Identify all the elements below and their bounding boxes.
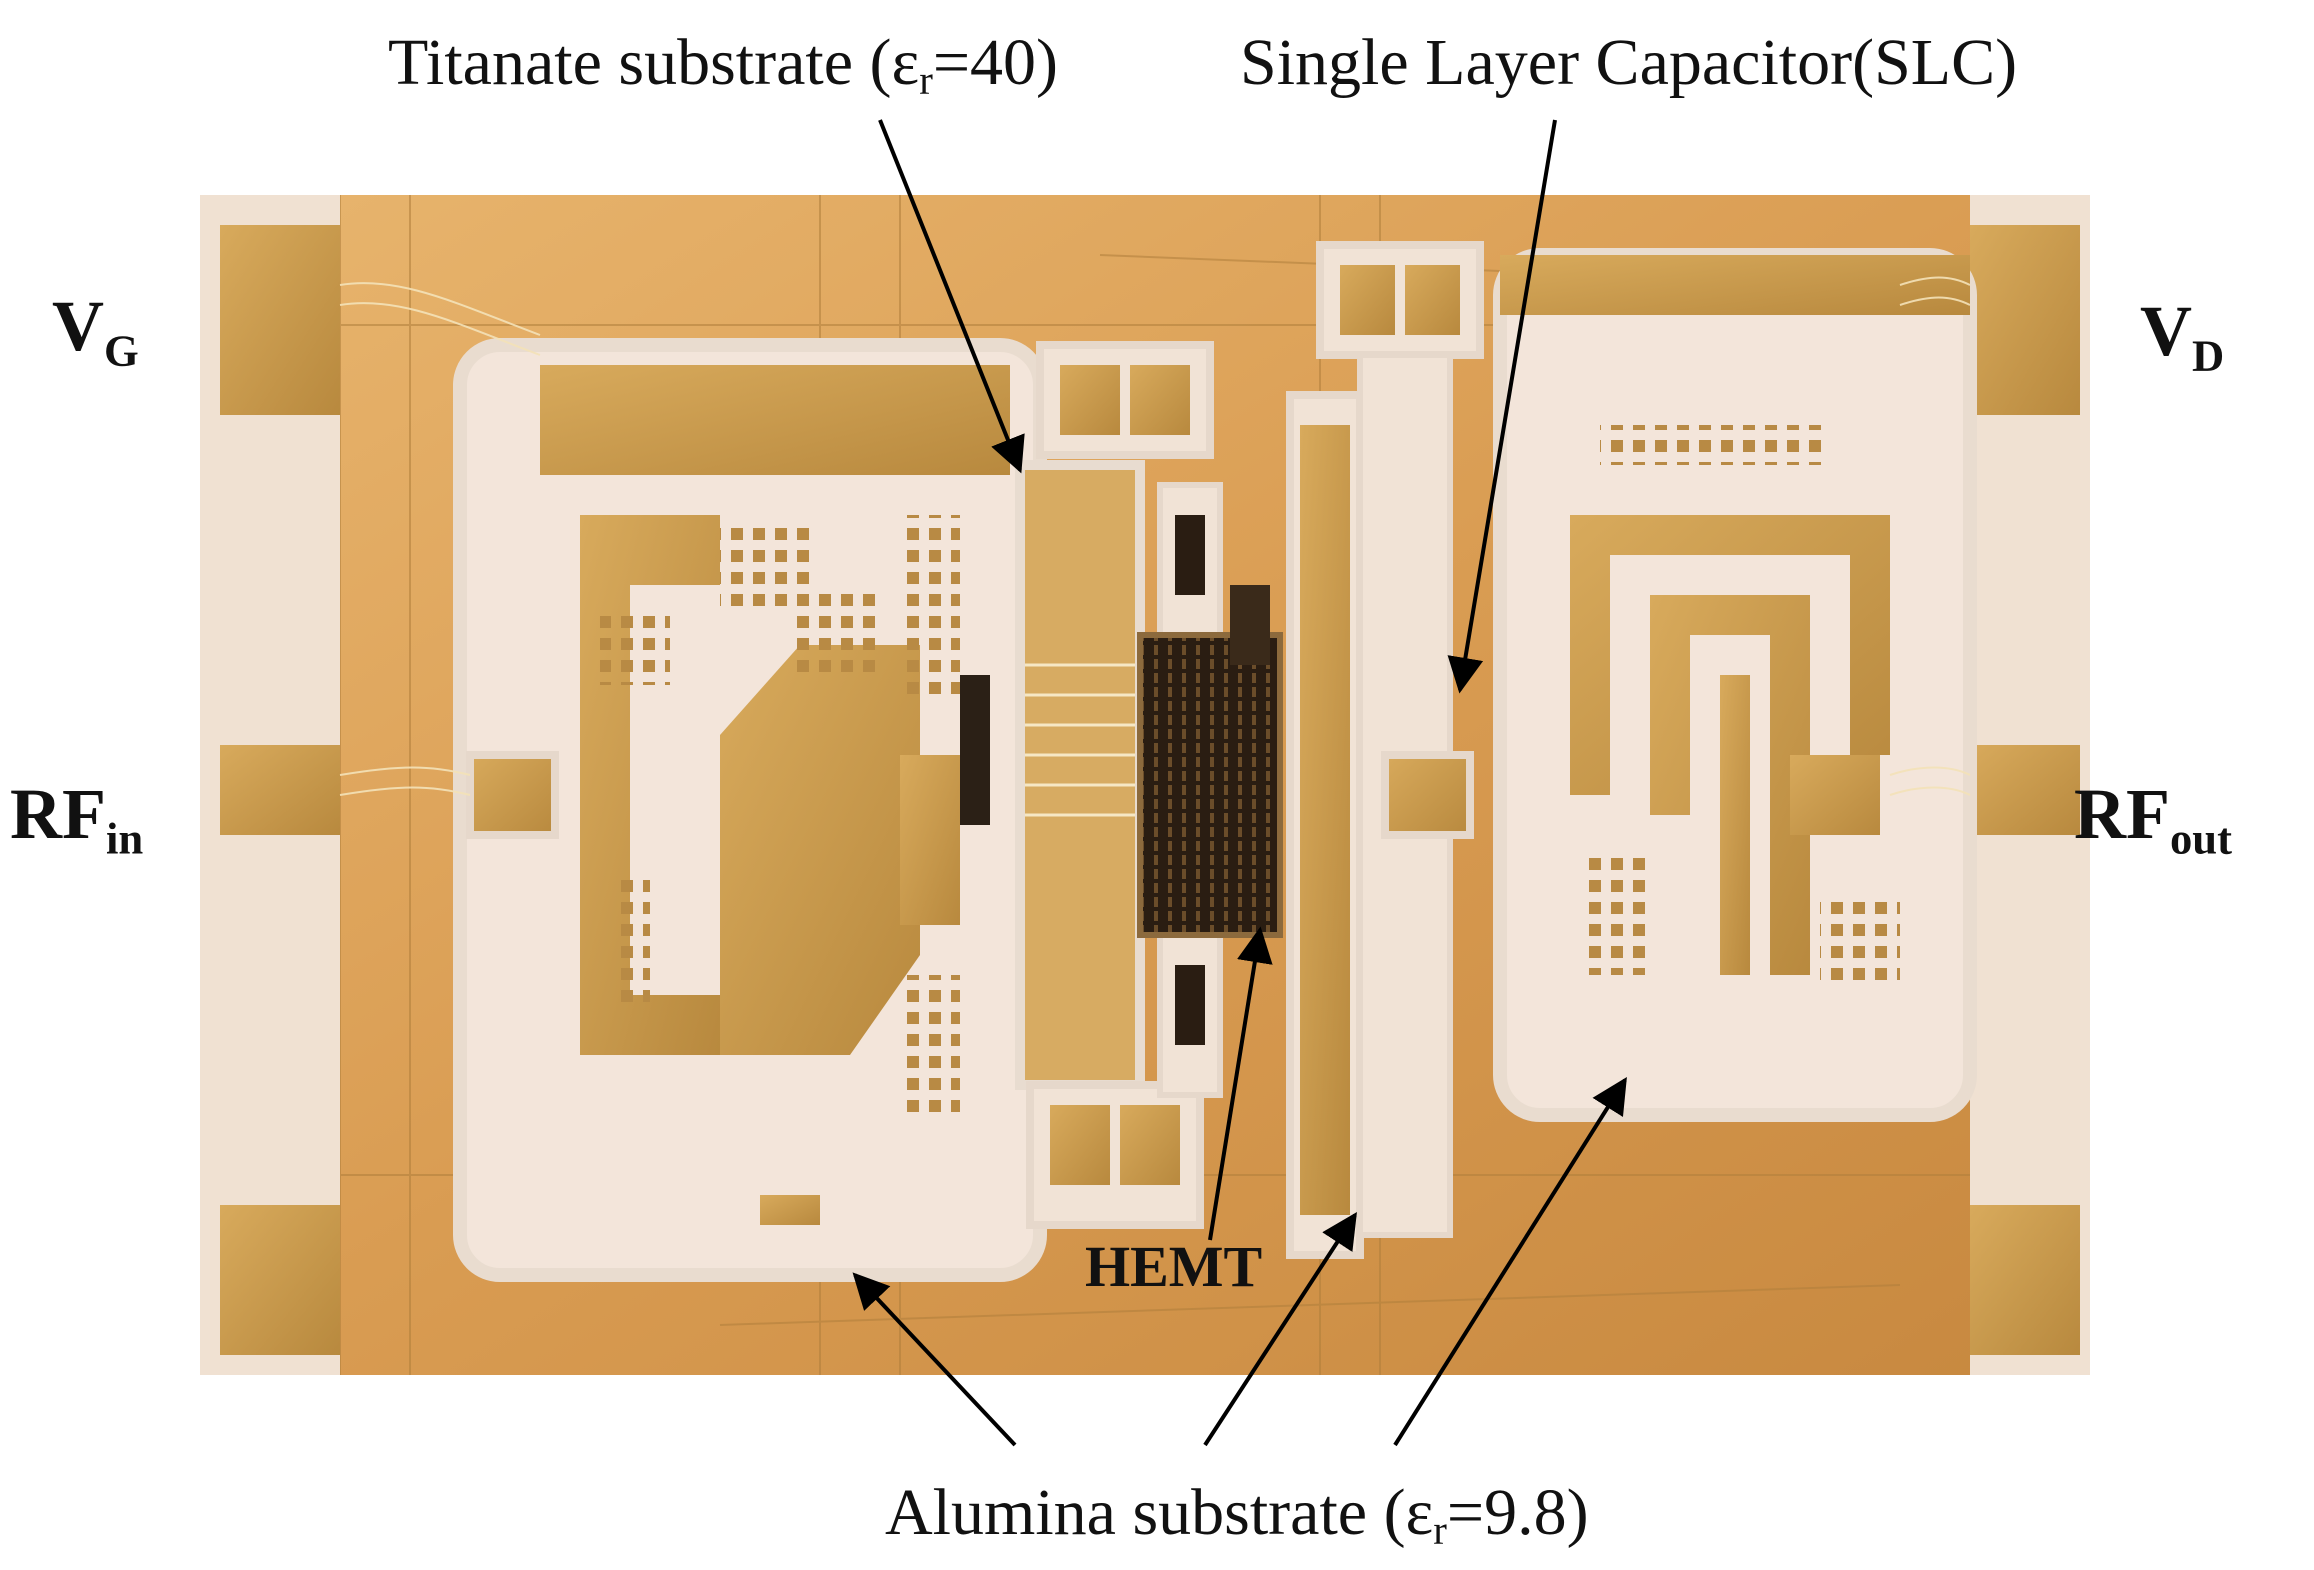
slc	[1381, 751, 1474, 839]
slc-label: Single Layer Capacitor(SLC)	[1240, 26, 2018, 99]
alumina-arrow-right	[1393, 1076, 1627, 1447]
rfout-label-main: RF	[2074, 774, 2170, 854]
alumina-label-sub: r	[1433, 1508, 1447, 1554]
titanate-substrate	[1015, 460, 1145, 1090]
hemt-arrow	[1208, 926, 1273, 1241]
alumina-arrow-left	[852, 1272, 1017, 1447]
titanate-label-suffix: =40)	[932, 26, 1059, 99]
vg-label: VG	[52, 290, 139, 373]
titanate-label-sub: r	[919, 58, 933, 104]
vd-label: VD	[2140, 295, 2224, 378]
titanate-label: Titanate substrate (εr=40)	[388, 30, 1058, 102]
vg-label-sub: G	[104, 325, 139, 376]
vd-pad	[1970, 225, 2080, 415]
rfin-label: RFin	[10, 778, 143, 861]
vd-label-sub: D	[2192, 330, 2225, 381]
amplifier-photo	[200, 195, 2090, 1375]
vg-label-main: V	[52, 286, 104, 366]
alumina-label: Alumina substrate (εr=9.8)	[885, 1480, 1589, 1552]
titanate-arrow	[878, 119, 1025, 474]
rfout-label-sub: out	[2169, 813, 2232, 864]
vg-pad	[220, 225, 340, 415]
rfout-pad	[1970, 745, 2080, 835]
titanate-label-prefix: Titanate substrate (ε	[388, 26, 920, 99]
rfin-label-sub: in	[105, 813, 144, 864]
rfout-label: RFout	[2074, 778, 2232, 861]
slc-arrow	[1447, 119, 1557, 694]
alumina-arrow-middle	[1203, 1211, 1357, 1447]
alumina-label-suffix: =9.8)	[1446, 1476, 1589, 1549]
alumina-label-prefix: Alumina substrate (ε	[885, 1476, 1434, 1549]
hemt-label: HEMT	[1085, 1234, 1263, 1299]
rfin-pad	[220, 745, 340, 835]
rfin-label-main: RF	[10, 774, 106, 854]
vd-label-main: V	[2140, 291, 2192, 371]
hemt-die	[1137, 632, 1283, 938]
